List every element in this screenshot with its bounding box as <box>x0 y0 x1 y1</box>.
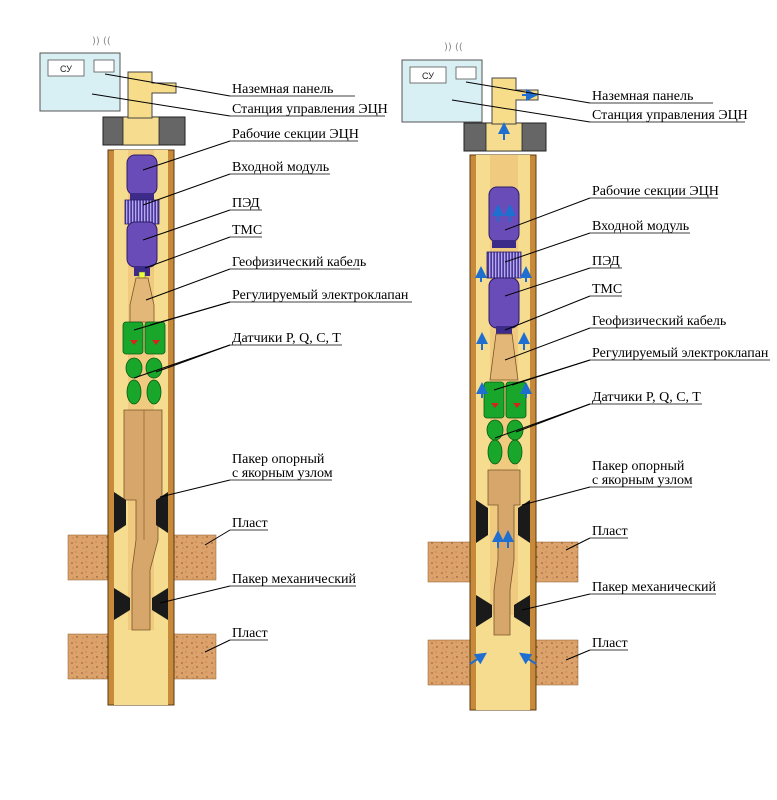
svg-text:)) ((: )) (( <box>92 36 111 47</box>
left-label-packer-mech: Пакер механический <box>232 572 357 587</box>
right-label-layer-1: Пласт <box>592 524 628 539</box>
right-station-text: СУ <box>422 71 434 81</box>
right-label-packer-anchor-1: Пакер опорный <box>592 459 685 474</box>
left-well: СУ )) (( <box>40 36 216 705</box>
right-tubing-surface <box>492 78 538 124</box>
left-station-text: СУ <box>60 64 72 74</box>
left-pump-assembly <box>125 155 159 278</box>
left-label-valve: Регулируемый электроклапан <box>232 288 409 303</box>
left-label-motor: ПЭД <box>232 196 260 211</box>
left-label-sensors: Датчики P, Q, C, T <box>232 331 341 346</box>
left-label-intake-module: Входной модуль <box>232 160 329 175</box>
left-label-packer-anchor-1: Пакер опорный <box>232 452 325 467</box>
right-control-station: СУ )) (( <box>402 42 482 122</box>
right-label-valve: Регулируемый электроклапан <box>592 346 769 361</box>
right-label-motor: ПЭД <box>592 254 620 269</box>
right-label-surface-panel: Наземная панель <box>592 89 693 104</box>
right-label-layer-2: Пласт <box>592 636 628 651</box>
right-well: СУ )) (( <box>402 42 578 710</box>
svg-text:)) ((: )) (( <box>444 42 463 53</box>
left-label-control-station: Станция управления ЭЦН <box>232 102 388 117</box>
left-label-layer-2: Пласт <box>232 626 268 641</box>
right-label-geo-cable: Геофизический кабель <box>592 314 726 329</box>
left-label-layer-1: Пласт <box>232 516 268 531</box>
left-control-station: СУ )) (( <box>40 36 120 111</box>
right-label-packer-anchor-2: с якорным узлом <box>592 473 693 488</box>
right-label-packer-mech: Пакер механический <box>592 580 717 595</box>
right-label-sensors: Датчики P, Q, C, T <box>592 390 701 405</box>
left-label-packer-anchor-2: с якорным узлом <box>232 466 333 481</box>
left-label-geo-cable: Геофизический кабель <box>232 255 366 270</box>
right-label-tms: ТМС <box>592 282 622 297</box>
left-label-pump-sections: Рабочие секции ЭЦН <box>232 127 359 142</box>
left-label-surface-panel: Наземная панель <box>232 82 333 97</box>
right-label-intake-module: Входной модуль <box>592 219 689 234</box>
right-pump-assembly <box>487 187 521 334</box>
right-label-pump-sections: Рабочие секции ЭЦН <box>592 184 719 199</box>
left-label-tms: ТМС <box>232 223 262 238</box>
right-label-control-station: Станция управления ЭЦН <box>592 108 748 123</box>
